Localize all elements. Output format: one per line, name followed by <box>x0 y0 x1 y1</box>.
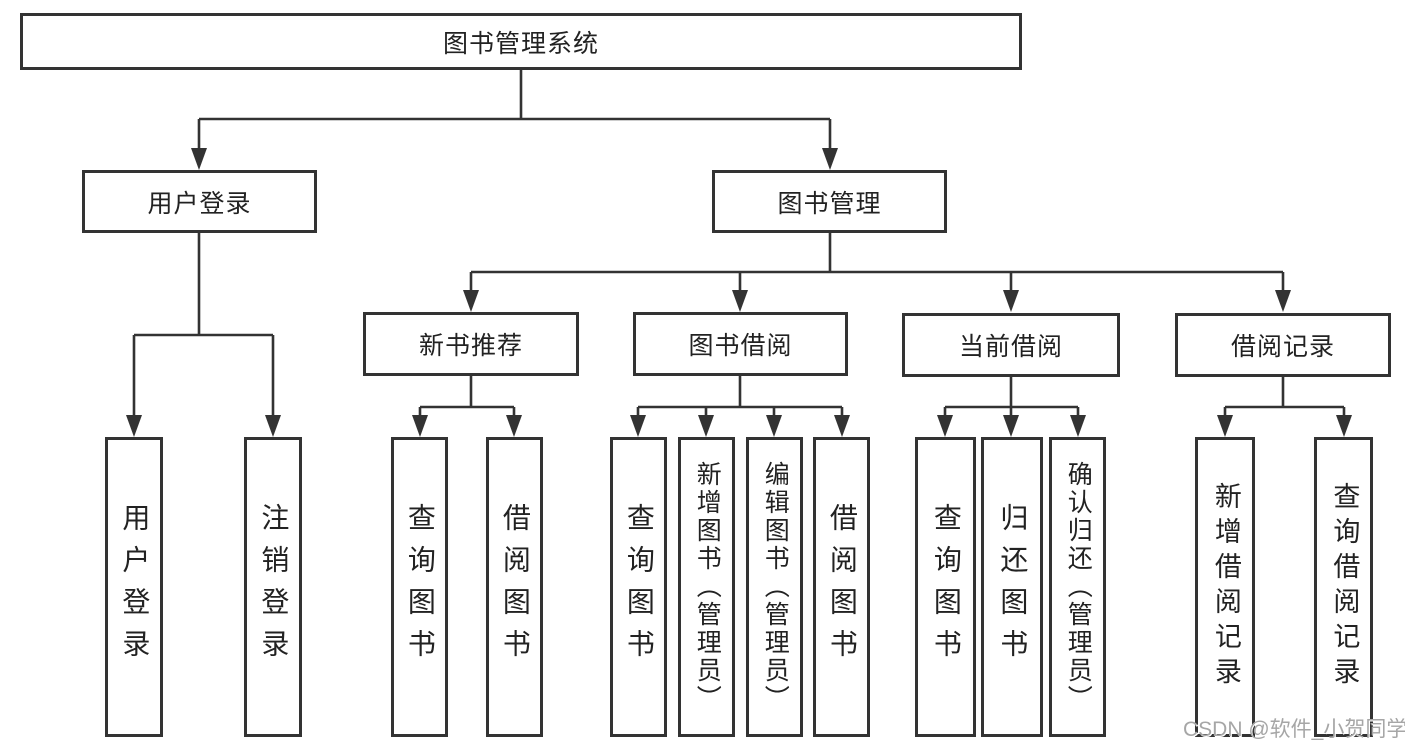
node-book-management: 图书管理 <box>712 170 947 233</box>
leaf-search-borrow-record: 查询借阅记录 <box>1314 437 1373 737</box>
leaf-confirm-return-admin: 确认归还（管理员） <box>1049 437 1106 737</box>
leaf-search-books-recommend: 查询图书 <box>391 437 448 737</box>
leaf-search-books-current: 查询图书 <box>915 437 976 737</box>
leaf-user-login-label: 用户登录 <box>119 503 151 671</box>
leaf-return-books: 归还图书 <box>981 437 1043 737</box>
leaf-search-books-borrowing: 查询图书 <box>610 437 667 737</box>
leaf-add-books-admin-label: 新增图书（管理员） <box>693 461 722 713</box>
leaf-add-books-admin: 新增图书（管理员） <box>678 437 735 737</box>
leaf-add-borrow-record-label: 新增借阅记录 <box>1210 482 1241 692</box>
leaf-search-books-current-label: 查询图书 <box>930 503 962 671</box>
node-library-management-system: 图书管理系统 <box>20 13 1022 70</box>
leaf-search-books-recommend-label: 查询图书 <box>404 503 436 671</box>
leaf-borrow-books: 借阅图书 <box>813 437 870 737</box>
leaf-borrow-books-label: 借阅图书 <box>826 503 858 671</box>
csdn-watermark: CSDN @软件_小贺同学 <box>1183 718 1405 741</box>
leaf-search-books-borrowing-label: 查询图书 <box>623 503 655 671</box>
leaf-add-borrow-record: 新增借阅记录 <box>1195 437 1255 737</box>
node-user-login: 用户登录 <box>82 170 317 233</box>
node-borrowing-records: 借阅记录 <box>1175 313 1391 377</box>
leaf-edit-books-admin-label: 编辑图书（管理员） <box>761 461 790 713</box>
leaf-borrow-books-recommend: 借阅图书 <box>486 437 543 737</box>
leaf-return-books-label: 归还图书 <box>997 503 1029 671</box>
leaf-borrow-books-recommend-label: 借阅图书 <box>499 503 531 671</box>
leaf-logout-label: 注销登录 <box>258 503 290 671</box>
leaf-user-login: 用户登录 <box>105 437 163 737</box>
arrowheads <box>126 148 1352 437</box>
node-current-borrowing: 当前借阅 <box>902 313 1120 377</box>
leaf-logout: 注销登录 <box>244 437 302 737</box>
leaf-search-borrow-record-label: 查询借阅记录 <box>1329 482 1360 692</box>
node-new-book-recommend: 新书推荐 <box>363 312 579 376</box>
leaf-confirm-return-admin-label: 确认归还（管理员） <box>1064 461 1093 713</box>
leaf-edit-books-admin: 编辑图书（管理员） <box>746 437 803 737</box>
node-book-borrowing: 图书借阅 <box>633 312 848 376</box>
